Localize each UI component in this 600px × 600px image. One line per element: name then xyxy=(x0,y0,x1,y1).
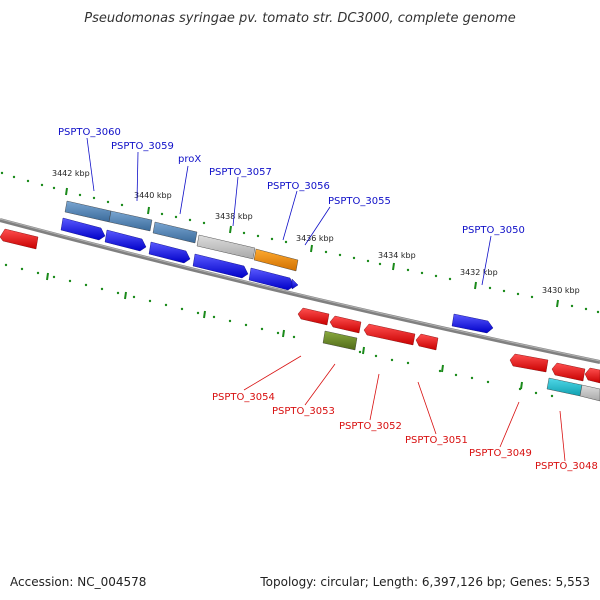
gene-arrow-reverse[interactable] xyxy=(363,323,416,346)
gene-feature[interactable] xyxy=(253,248,299,272)
gene-arrow-reverse[interactable] xyxy=(509,353,549,373)
gene-feature[interactable] xyxy=(64,200,112,223)
reverse-label-leaders xyxy=(243,355,566,462)
scale-tick-label: 3432 kbp xyxy=(460,268,498,277)
outer-scale-major-ticks xyxy=(65,187,559,308)
gene-arrow-forward[interactable] xyxy=(451,313,494,334)
gene-label-reverse[interactable]: PSPTO_3052 xyxy=(339,421,402,432)
gene-feature[interactable] xyxy=(108,210,153,232)
gene-feature[interactable] xyxy=(546,377,583,397)
gene-arrow-forward[interactable] xyxy=(148,241,191,264)
gene-label-forward[interactable]: PSPTO_3050 xyxy=(462,225,525,236)
gene-feature[interactable] xyxy=(322,330,358,351)
scale-tick-label: 3430 kbp xyxy=(542,286,580,295)
gene-feature[interactable] xyxy=(196,234,256,260)
gene-label-reverse[interactable]: PSPTO_3049 xyxy=(469,448,532,459)
gene-label-forward[interactable]: PSPTO_3056 xyxy=(267,181,330,192)
inner-scale-major-ticks xyxy=(46,272,523,390)
genome-backbone xyxy=(0,218,600,364)
gene-label-reverse[interactable]: PSPTO_3053 xyxy=(272,406,335,417)
gene-feature[interactable] xyxy=(152,221,198,244)
gene-label-reverse[interactable]: PSPTO_3048 xyxy=(535,461,598,472)
gene-label-reverse[interactable]: PSPTO_3051 xyxy=(405,435,468,446)
gene-arrow-reverse[interactable] xyxy=(415,333,439,351)
scale-tick-label: 3436 kbp xyxy=(296,234,334,243)
gene-label-forward[interactable]: proX xyxy=(178,154,201,165)
gene-label-reverse[interactable]: PSPTO_3054 xyxy=(212,392,275,403)
gene-feature[interactable] xyxy=(579,384,600,402)
forward-label-leaders xyxy=(86,137,492,286)
gene-arrow-reverse[interactable] xyxy=(297,307,330,326)
inner-scale-track xyxy=(4,263,554,398)
gene-arrow-forward[interactable] xyxy=(192,253,249,279)
reverse-category-row xyxy=(322,330,600,402)
gene-arrow-reverse[interactable] xyxy=(551,362,586,382)
scale-tick-label: 3442 kbp xyxy=(52,169,90,178)
outer-scale-track xyxy=(0,171,600,314)
gene-arrow-forward[interactable] xyxy=(60,217,106,241)
gene-label-forward[interactable]: PSPTO_3059 xyxy=(111,141,174,152)
gene-arrow-forward[interactable] xyxy=(248,267,295,291)
gene-arrow-forward[interactable] xyxy=(291,278,299,290)
reverse-strand-row xyxy=(0,228,600,384)
scale-tick-label: 3440 kbp xyxy=(134,191,172,200)
gene-label-forward[interactable]: PSPTO_3060 xyxy=(58,127,121,138)
scale-tick-label: 3434 kbp xyxy=(378,251,416,260)
accession-text: Accession: NC_004578 xyxy=(10,575,146,589)
map-title: Pseudomonas syringae pv. tomato str. DC3… xyxy=(84,11,516,26)
forward-category-row xyxy=(64,200,299,272)
gene-arrow-reverse[interactable] xyxy=(329,315,362,334)
gene-label-forward[interactable]: PSPTO_3055 xyxy=(328,196,391,207)
forward-strand-row xyxy=(60,217,494,334)
gene-arrow-reverse[interactable] xyxy=(0,228,39,250)
gene-arrow-reverse[interactable] xyxy=(584,367,600,384)
gene-label-forward[interactable]: PSPTO_3057 xyxy=(209,167,272,178)
genome-summary-text: Topology: circular; Length: 6,397,126 bp… xyxy=(259,575,590,589)
gene-arrow-forward[interactable] xyxy=(104,229,147,252)
